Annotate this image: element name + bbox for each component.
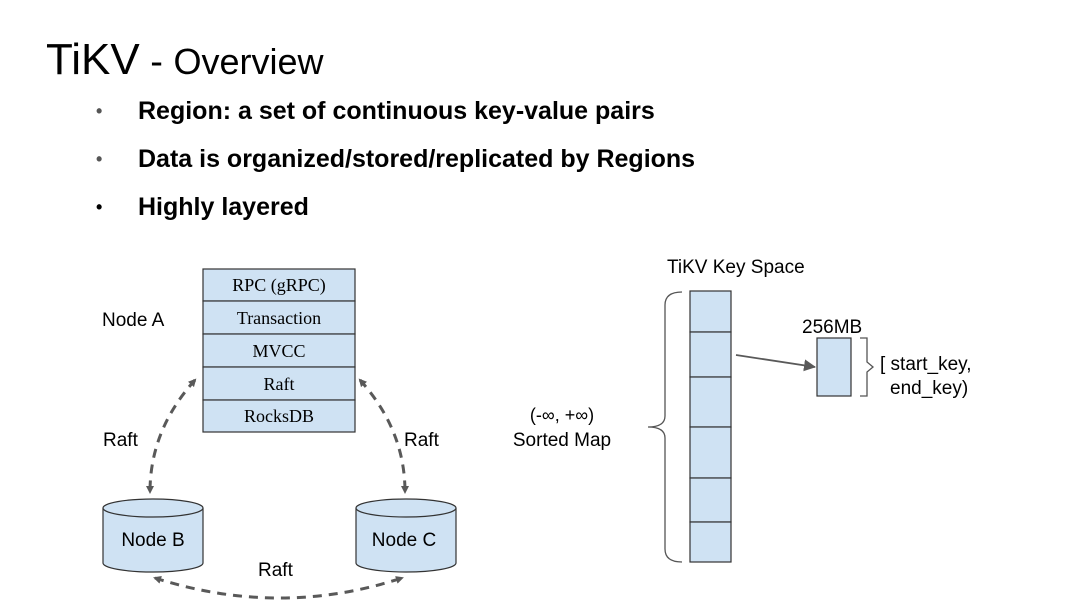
- region-arrow: [735, 354, 816, 372]
- layer-rocksdb-box: [202, 399, 356, 433]
- title-subtitle: Overview: [173, 41, 324, 82]
- key-space-column: [689, 290, 732, 563]
- region-range-end: end_key): [890, 378, 968, 399]
- region-size-label: 256MB: [802, 317, 862, 338]
- region-range-start: [ start_key,: [880, 354, 972, 375]
- sorted-map-range: (-∞, +∞): [530, 405, 594, 425]
- raft-arrow-a-b: [146, 378, 197, 494]
- node-b-cylinder: Node B: [102, 498, 204, 573]
- key-space-segment: [689, 290, 732, 333]
- title-separator: -: [139, 41, 174, 83]
- bullet-item: • Highly layered: [96, 190, 695, 238]
- key-space-segment: [689, 426, 732, 479]
- bullet-dot-icon: •: [96, 197, 103, 217]
- title-main: TiKV: [46, 35, 140, 84]
- layer-raft-label: Raft: [264, 374, 295, 394]
- layer-rocksdb-label: RocksDB: [244, 406, 314, 426]
- sorted-map-label: Sorted Map: [513, 430, 611, 451]
- raft-arrow-b-c: [153, 576, 404, 600]
- bullet-dot-icon: •: [96, 149, 103, 169]
- bullet-text: Region: a set of continuous key-value pa…: [138, 97, 655, 125]
- layer-transaction-label: Transaction: [237, 308, 321, 328]
- raft-arrow-a-c: [358, 378, 409, 494]
- bullet-text: Highly layered: [138, 193, 309, 221]
- bullet-list: • Region: a set of continuous key-value p…: [96, 94, 695, 238]
- key-space-segment: [689, 376, 732, 428]
- bullet-text: Data is organized/stored/replicated by R…: [138, 145, 696, 173]
- raft-label-bottom: Raft: [258, 560, 294, 581]
- key-space-segment: [689, 477, 732, 523]
- sorted-map-brace: [647, 291, 683, 563]
- region-range-bracket: [860, 337, 875, 397]
- layer-raft-box: [202, 366, 356, 401]
- node-c-label: Node C: [372, 530, 436, 551]
- slide-title: TiKV - Overview: [46, 38, 324, 82]
- layer-rpc-label: RPC (gRPC): [232, 275, 326, 296]
- bullet-dot-icon: •: [96, 101, 103, 121]
- node-b-label: Node B: [121, 530, 184, 551]
- node-c-cylinder: Node C: [355, 498, 457, 573]
- region-box: [816, 337, 852, 397]
- layer-mvcc-label: MVCC: [252, 341, 305, 361]
- node-a-label: Node A: [102, 310, 165, 331]
- node-a-layer-stack: RPC (gRPC) Transaction MVCC Raft RocksDB: [202, 268, 356, 433]
- bullet-item: • Data is organized/stored/replicated by …: [96, 142, 695, 190]
- bullet-item: • Region: a set of continuous key-value p…: [96, 94, 695, 142]
- key-space-segment: [689, 521, 732, 563]
- key-space-title: TiKV Key Space: [667, 257, 805, 278]
- raft-label-left: Raft: [103, 430, 139, 451]
- raft-label-right: Raft: [404, 430, 440, 451]
- key-space-segment: [689, 331, 732, 378]
